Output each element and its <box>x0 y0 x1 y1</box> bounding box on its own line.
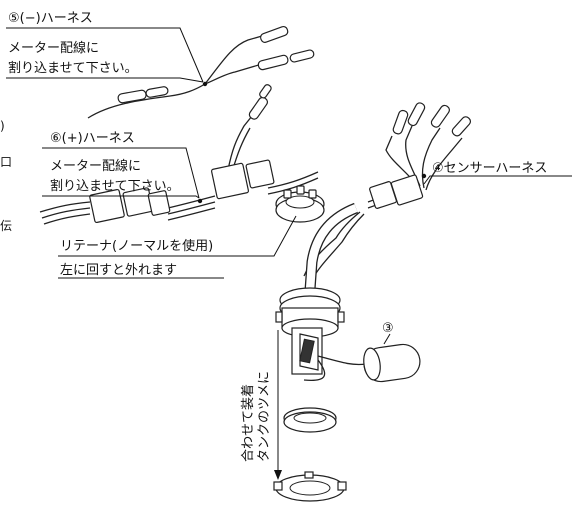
pos-terminal <box>248 84 272 120</box>
neg-connector-right-low <box>257 49 315 71</box>
neg-harness-label: ⑤(−)ハーネス <box>8 11 93 26</box>
edge-mark-a: ) <box>0 119 5 133</box>
part3-label: ③ <box>382 321 394 336</box>
gasket-ring <box>283 407 337 433</box>
edge-mark-b: 口 <box>0 155 12 169</box>
retainer-note: 左に回すと外れます <box>60 263 177 278</box>
install-arrow <box>274 330 282 480</box>
sensor-terminals <box>392 102 472 137</box>
retainer-ring <box>275 185 325 223</box>
negative-harness <box>87 25 315 119</box>
sensor-connector <box>369 174 424 209</box>
pos-harness-label: ⑥(+)ハーネス <box>50 131 135 146</box>
install-note-line1: タンクのツメに <box>257 371 272 462</box>
edge-mark-c: 伝 <box>0 219 12 233</box>
neg-note-line1: メーター配線に <box>8 40 99 56</box>
sender-unit <box>275 202 367 382</box>
labels: ⑤(−)ハーネス メーター配線に 割り込ませて下さい。 ⑥(+)ハーネス メータ… <box>0 11 547 462</box>
tank-flange <box>273 471 347 502</box>
retainer-label: リテーナ(ノーマルを使用) <box>60 238 213 254</box>
float-part <box>363 333 421 383</box>
pos-note-line1: メーター配線に <box>50 158 141 174</box>
pos-connector-right <box>211 159 275 200</box>
sensor-harness-label: ④センサーハーネス <box>432 161 547 176</box>
positive-harness <box>39 84 319 225</box>
pos-connector-left <box>89 187 171 224</box>
neg-connector-right-high <box>260 25 289 43</box>
neg-note-line2: 割り込ませて下さい。 <box>8 60 138 76</box>
install-note-line2: 合わせて装着 <box>240 384 256 462</box>
leader-lines <box>6 27 572 279</box>
sensor-harness <box>303 102 472 281</box>
neg-connector-left <box>117 86 169 104</box>
pos-note-line2: 割り込ませて下さい。 <box>50 178 180 194</box>
